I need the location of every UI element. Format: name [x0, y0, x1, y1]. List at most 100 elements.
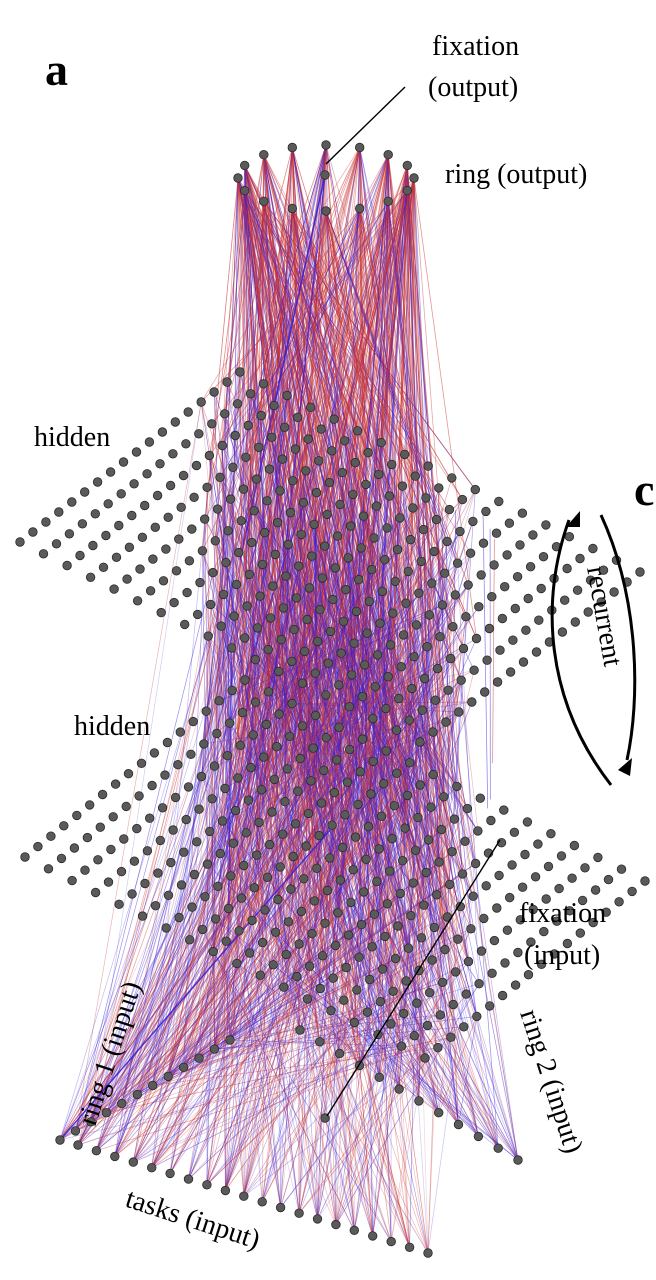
hidden-top-node [432, 663, 443, 674]
connection-line [298, 924, 362, 1214]
connection-line [372, 624, 417, 1236]
hidden-bottom-node [108, 812, 118, 822]
connection-line [458, 1016, 478, 1125]
hidden-top-node [504, 518, 515, 528]
connection-line [198, 567, 336, 1059]
connection-line [320, 429, 479, 1137]
hidden-top-node [92, 477, 103, 487]
hidden-top-node [41, 517, 51, 527]
ring2-input-node [374, 1072, 385, 1083]
connection-line [317, 946, 373, 1219]
connection-line [338, 727, 429, 1254]
connection-line [307, 438, 455, 820]
hidden-top-node [268, 581, 278, 591]
ring-output-node [402, 185, 413, 196]
hidden-top-node [404, 715, 415, 725]
fixation-output-label-1: fixation [432, 31, 519, 62]
connection-line [198, 702, 256, 1059]
connection-line [229, 723, 281, 1208]
connection-line [476, 1016, 499, 1149]
connection-line [204, 190, 246, 520]
connection-line [59, 733, 218, 1141]
connection-line [387, 154, 406, 829]
task-input-node [202, 1180, 212, 1190]
connection-lines [59, 144, 519, 1254]
connection-line [334, 165, 408, 793]
ring1-input-node [86, 1117, 96, 1127]
hidden-bottom-node [149, 748, 160, 758]
hidden-bottom-node [408, 878, 418, 888]
connection-line [207, 635, 440, 1113]
connection-line [318, 656, 415, 836]
hidden-bottom-node [509, 827, 520, 838]
hidden-bottom-node [213, 881, 223, 892]
connection-line [379, 623, 469, 962]
connection-line [372, 761, 479, 1137]
hidden-bottom-node [114, 899, 124, 910]
connection-line [217, 508, 448, 918]
hidden-top-node [372, 650, 383, 660]
hidden-top-node [103, 499, 113, 509]
hidden-top-node [538, 552, 549, 562]
connection-line [226, 527, 230, 797]
hidden-bottom-node [396, 1041, 407, 1051]
connection-line [400, 666, 459, 1125]
connection-line [188, 1011, 368, 1180]
hidden-bottom-node [354, 952, 364, 962]
hidden-bottom-node [140, 878, 150, 889]
hidden-top-node [341, 584, 351, 595]
hidden-bottom-node [283, 917, 294, 927]
hidden-bottom-node [106, 844, 116, 855]
hidden-bottom-node [422, 1020, 433, 1031]
hidden-top-node [292, 412, 303, 423]
hidden-bottom-node [267, 807, 277, 817]
connection-line [90, 774, 434, 1123]
hidden-bottom-node [577, 895, 588, 906]
connection-line [206, 619, 308, 1185]
hidden-top-node [403, 566, 413, 577]
hidden-bottom-node [436, 824, 447, 835]
hidden-top-node [528, 530, 538, 540]
hidden-top-node [505, 667, 516, 677]
hidden-bottom-node [33, 841, 43, 852]
hidden-top-node [155, 459, 165, 469]
connection-line [354, 177, 415, 1023]
connection-line [378, 872, 427, 1078]
hidden-top-node [390, 576, 401, 587]
connection-line [406, 165, 448, 918]
hidden-top-node [521, 625, 531, 635]
clipped-panel-letter: c [634, 464, 654, 515]
connection-line [423, 501, 427, 779]
connection-line [214, 492, 317, 1050]
connection-line [364, 664, 429, 841]
connection-line [298, 1047, 439, 1214]
connection-line [359, 793, 372, 1066]
hidden-top-node [62, 560, 72, 571]
connection-line [263, 757, 318, 1219]
hidden-top-node [609, 587, 619, 597]
connection-line [225, 941, 392, 1242]
connection-line [292, 480, 392, 1242]
connection-line [387, 201, 446, 950]
hidden-bottom-node [433, 1042, 443, 1053]
connection-line [305, 846, 337, 1225]
hidden-top-node [429, 546, 439, 557]
task-input-node [257, 1197, 267, 1207]
connection-line [151, 793, 372, 1168]
connection-line [287, 165, 408, 769]
connection-line [214, 1016, 477, 1050]
connection-line [387, 154, 459, 940]
connection-line [203, 591, 383, 745]
hidden-top-node [575, 553, 585, 564]
connection-line [217, 509, 262, 790]
hidden-top-node [468, 516, 478, 527]
hidden-bottom-node [330, 940, 341, 951]
connection-line [349, 706, 428, 1026]
hidden-top-node [85, 572, 96, 583]
connection-line [271, 437, 355, 1023]
hidden-bottom-node [333, 908, 343, 918]
hidden-bottom-node [183, 782, 194, 792]
hidden-top-node [179, 619, 190, 630]
connection-line [276, 746, 321, 1042]
connection-line [342, 472, 440, 863]
